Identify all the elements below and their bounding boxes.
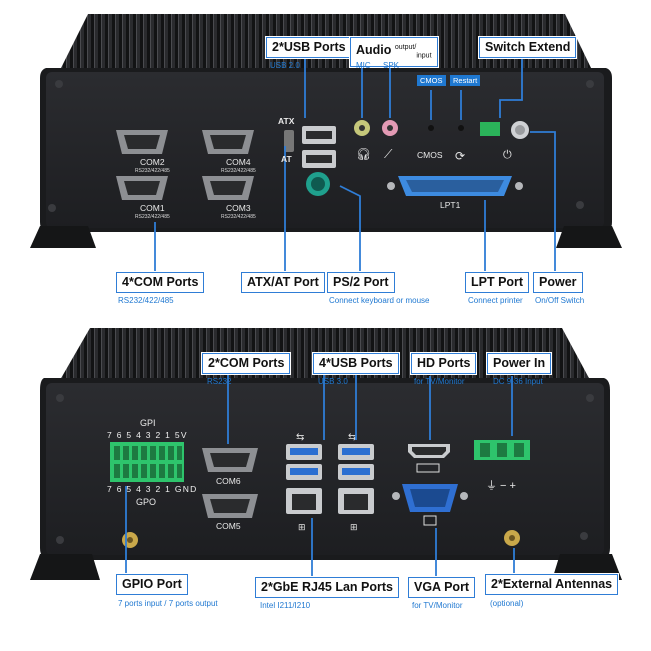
atx-label: ATX: [278, 116, 295, 126]
audio-callout: Audio output/input: [350, 37, 438, 67]
restart-icon: ⟳: [455, 149, 465, 163]
com6-label: COM6: [216, 476, 241, 486]
bottom-front-panel: [46, 383, 604, 555]
hdmi-icon: [416, 463, 440, 473]
at-label: AT: [281, 154, 292, 164]
usb3-callout: 4*USB Ports: [313, 353, 399, 374]
hd-sub: for TV/Monitor: [414, 377, 465, 386]
power-in-sub: DC 9-36 Input: [493, 377, 543, 386]
screw: [56, 536, 64, 544]
screw: [576, 201, 584, 209]
lan-callout: 2*GbE RJ45 Lan Ports: [255, 577, 399, 598]
gpio-sub: 7 ports input / 7 ports output: [118, 599, 218, 608]
power-icon: ⏻: [503, 148, 512, 161]
cmos-tag: CMOS: [417, 75, 446, 86]
cmos-panel-label: CMOS: [417, 150, 443, 160]
lpt-callout: LPT Port: [465, 272, 530, 293]
vga-sub: for TV/Monitor: [412, 601, 463, 610]
power-callout: Power: [533, 272, 583, 293]
hd-ports-callout: HD Ports: [411, 353, 477, 374]
screw: [56, 394, 64, 402]
com4-mode: RS232/422/485: [221, 168, 256, 174]
usb-ports-callout: 2*USB Ports: [266, 37, 352, 58]
network-icon: ⊞: [298, 523, 306, 533]
bottom-device: ⇆ ⇆ ⊞ ⊞: [30, 328, 622, 580]
screw: [48, 204, 56, 212]
com4-label: COM4: [226, 157, 251, 167]
mic-label: MIC: [356, 61, 371, 70]
gpi-label: GPI: [140, 418, 156, 428]
top-mounting-bracket-left: [30, 226, 96, 248]
power-sub: On/Off Switch: [535, 296, 585, 305]
vga-callout: VGA Port: [408, 577, 476, 598]
screw: [586, 394, 594, 402]
com-ports-bottom-callout: 2*COM Ports: [202, 353, 291, 374]
usb3-ports: [286, 444, 374, 480]
ps2-sub: Connect keyboard or mouse: [329, 296, 430, 305]
lan-sub: Intel I211/I210: [260, 601, 311, 610]
usb-icon: ⇆: [348, 432, 356, 443]
headphone-icon: 🎧︎: [356, 147, 371, 161]
com6-connector: [202, 448, 258, 472]
rj45-lan-ports: [286, 488, 374, 514]
bottom-mounting-bracket-left: [30, 554, 100, 580]
antenna-callout: 2*External Antennas: [485, 574, 619, 595]
com-ports-sub: RS232/422/485: [118, 296, 174, 305]
lpt1-label: LPT1: [440, 200, 461, 210]
screw: [580, 532, 588, 540]
screw: [586, 80, 594, 88]
com2-mode: RS232/422/485: [135, 168, 170, 174]
com-bottom-sub: RS232: [207, 377, 232, 386]
com4-connector: [202, 130, 254, 154]
usb-icon: ⇆: [296, 432, 304, 443]
com2-connector: [116, 130, 168, 154]
antenna-sub: (optional): [490, 599, 524, 608]
switch-extend-terminal: [480, 122, 500, 136]
com2-label: COM2: [140, 157, 165, 167]
atx-at-callout: ATX/AT Port: [241, 272, 325, 293]
usb3-sub: USB 3.0: [318, 377, 348, 386]
network-icon: ⊞: [350, 523, 358, 533]
power-in-callout: Power In: [487, 353, 552, 374]
vga-icon: [423, 515, 437, 526]
com1-connector: [116, 176, 168, 200]
com1-mode: RS232/422/485: [135, 214, 170, 220]
restart-button: [458, 125, 464, 131]
com5-label: COM5: [216, 521, 241, 531]
cmos-button: [428, 125, 434, 131]
bottom-mounting-bracket-right: [552, 554, 622, 580]
bottom-leader-lines: [125, 372, 515, 578]
gpio-callout: GPIO Port: [116, 574, 188, 595]
com1-label: COM1: [140, 203, 165, 213]
gpi-pins: 7 6 5 4 3 2 1 5V: [107, 430, 188, 440]
com5-connector: [202, 494, 258, 518]
top-mounting-bracket-right: [556, 226, 622, 248]
switch-extend-callout: Switch Extend: [479, 37, 577, 58]
top-leader-lines: [154, 56, 556, 272]
gpo-label: GPO: [136, 497, 157, 507]
com3-connector: [202, 176, 254, 200]
mic-icon: ⟋: [384, 147, 393, 161]
spk-label: SPK: [383, 61, 400, 70]
restart-tag: Restart: [450, 75, 481, 86]
gpo-pins: 7 6 5 4 3 2 1 GND: [107, 484, 198, 494]
usb-version-label: USB 2.0: [270, 61, 300, 70]
atx-at-switch: [284, 130, 294, 152]
screw: [55, 80, 63, 88]
top-device: 🎧︎ ⟋ ⟳ ⏻: [30, 14, 622, 272]
lpt-sub: Connect printer: [468, 296, 523, 305]
power-polarity-symbols: ⏚ − +: [486, 480, 516, 492]
ps2-callout: PS/2 Port: [327, 272, 395, 293]
com3-mode: RS232/422/485: [221, 214, 256, 220]
com3-label: COM3: [226, 203, 251, 213]
com-ports-callout: 4*COM Ports: [116, 272, 205, 293]
